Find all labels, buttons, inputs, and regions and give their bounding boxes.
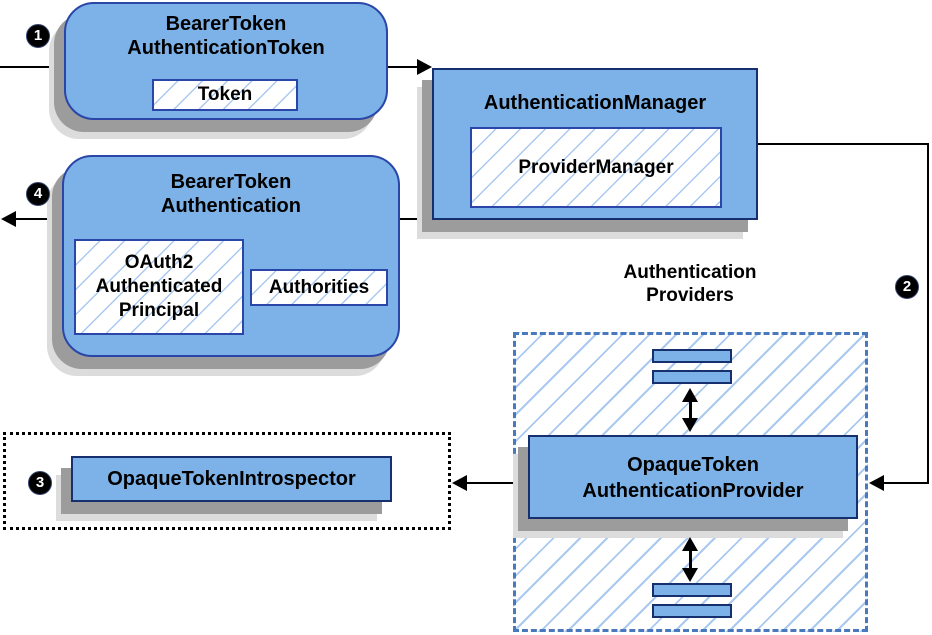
arrow-up-icon xyxy=(682,537,698,551)
provider-placeholder-bar xyxy=(652,349,732,363)
authentication-providers-heading: Authentication Providers xyxy=(550,261,830,307)
principal-line3: Principal xyxy=(118,300,200,321)
authentication-providers-heading-line1: Authentication xyxy=(623,262,757,283)
provider-placeholder-bar xyxy=(652,604,732,618)
arrow-down-icon xyxy=(682,568,698,582)
provider-manager-label: ProviderManager xyxy=(518,156,674,178)
manager-to-provider-line-right xyxy=(927,143,929,484)
authentication-manager-node: AuthenticationManager ProviderManager xyxy=(432,68,758,220)
opaque-token-introspector-node: OpaqueTokenIntrospector xyxy=(71,456,392,502)
authorities-label: Authorities xyxy=(268,276,370,298)
principal-line1: OAuth2 xyxy=(124,252,194,273)
flow-out-arrowhead-icon xyxy=(1,211,16,227)
provider-to-introspector-line xyxy=(467,482,513,484)
step-2-badge: 2 xyxy=(895,275,919,299)
opaque-token-authentication-provider-line1: OpaqueToken xyxy=(627,454,759,476)
bearer-token-authentication-token-title-line2: AuthenticationToken xyxy=(127,37,325,59)
opaque-token-introspector-title: OpaqueTokenIntrospector xyxy=(107,468,356,490)
arrow-shaft xyxy=(688,400,692,420)
manager-to-provider-line-bottom xyxy=(884,482,929,484)
arrow-shaft xyxy=(688,549,692,570)
manager-to-provider-arrowhead-icon xyxy=(869,475,884,491)
flow-out-line xyxy=(16,218,62,220)
opaque-token-authentication-provider-line2: AuthenticationProvider xyxy=(582,480,804,502)
token-to-manager-line xyxy=(388,66,418,68)
provider-placeholder-bar xyxy=(652,370,732,384)
bearer-token-authentication-token-title-line1: BearerToken xyxy=(165,13,287,35)
step-4-badge: 4 xyxy=(26,182,50,206)
bidirectional-arrow-icon xyxy=(682,537,698,582)
arrow-up-icon xyxy=(682,388,698,402)
arrow-down-icon xyxy=(682,418,698,432)
authentication-providers-heading-line2: Providers xyxy=(646,285,734,306)
oauth2-authenticated-principal-box: OAuth2 Authenticated Principal xyxy=(74,239,244,335)
token-label: Token xyxy=(197,84,253,105)
manager-to-provider-line-top xyxy=(758,143,929,145)
provider-to-introspector-arrowhead-icon xyxy=(452,475,467,491)
token-to-manager-arrowhead-icon xyxy=(417,59,432,75)
flow-in-line xyxy=(0,66,63,68)
bearer-token-authentication-token-node: BearerToken AuthenticationToken Token xyxy=(64,2,388,120)
bidirectional-arrow-icon xyxy=(682,388,698,432)
manager-return-line xyxy=(400,218,432,220)
opaque-token-authentication-provider-node: OpaqueToken AuthenticationProvider xyxy=(528,435,858,519)
token-box: Token xyxy=(152,79,298,111)
bearer-token-authentication-title-line1: BearerToken xyxy=(170,171,292,193)
authentication-manager-title: AuthenticationManager xyxy=(483,92,707,114)
authorities-box: Authorities xyxy=(250,269,388,306)
step-3-badge: 3 xyxy=(28,471,52,495)
bearer-token-authentication-node: BearerToken Authentication OAuth2 Authen… xyxy=(62,155,400,357)
step-1-badge: 1 xyxy=(26,24,50,48)
bearer-token-authentication-title-line2: Authentication xyxy=(161,195,301,217)
provider-placeholder-bar xyxy=(652,583,732,597)
provider-manager-box: ProviderManager xyxy=(470,127,722,208)
principal-line2: Authenticated xyxy=(95,276,223,297)
